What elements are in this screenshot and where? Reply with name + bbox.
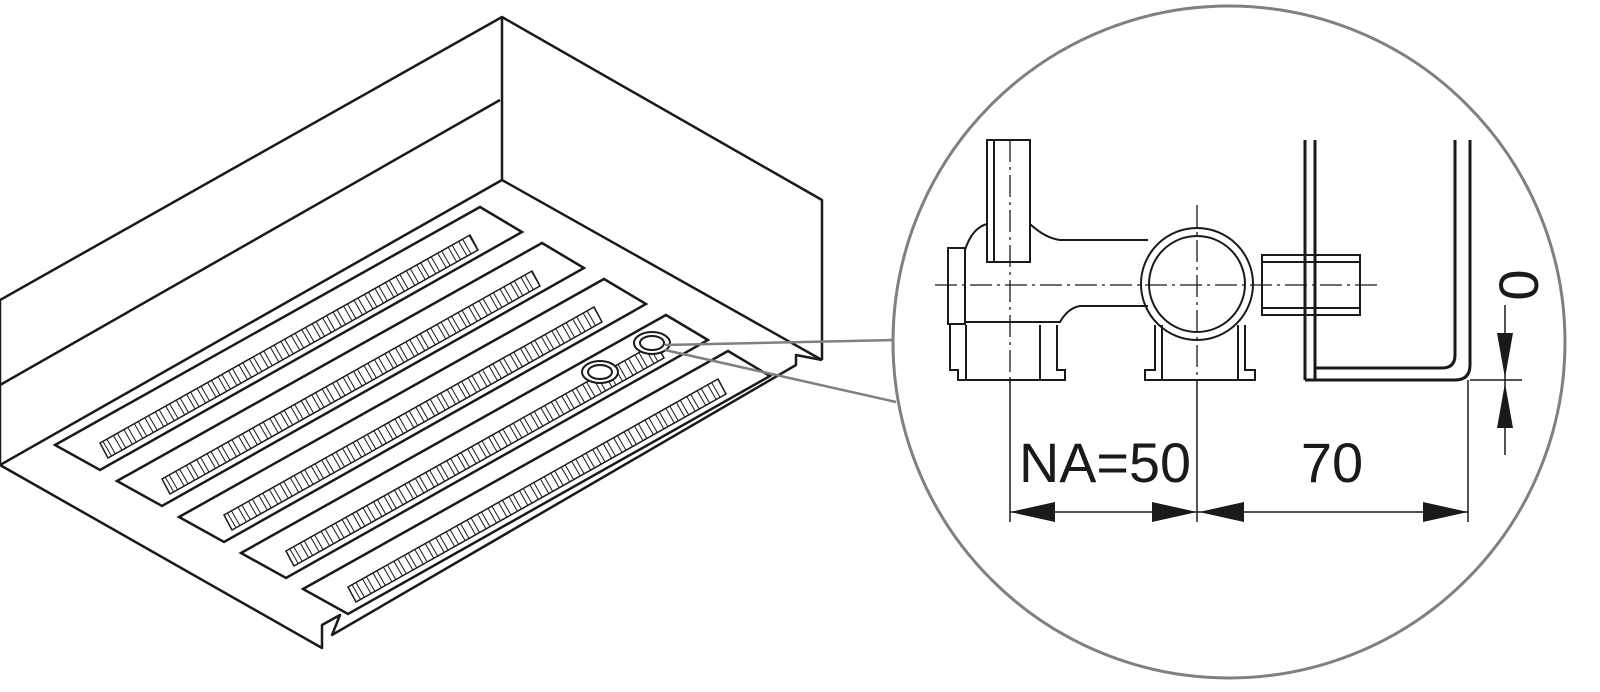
- left-foot: [949, 325, 1066, 381]
- supply-pipe: [986, 139, 1031, 263]
- end-cap: [947, 247, 966, 325]
- grille-fins: [98, 233, 480, 460]
- housing-left-wall: [0, 300, 823, 650]
- offset-dimension-label: 70: [1301, 431, 1363, 494]
- grille-fins: [222, 305, 604, 532]
- grille-fins: [346, 377, 728, 604]
- grille-fins: [284, 341, 666, 568]
- grille-group: [52, 205, 773, 616]
- trench-bracket: [1303, 140, 1472, 382]
- grille-fins: [160, 269, 542, 496]
- back-wall-ledge: [0, 98, 501, 387]
- outlet-stub: [1261, 254, 1361, 316]
- dimension-arrows: [1010, 333, 1513, 522]
- height-dimension-label: 0: [1487, 269, 1550, 300]
- detail-circle: [891, 4, 1567, 680]
- floor-back-edge: [0, 178, 823, 467]
- na-dimension-label: NA=50: [1019, 431, 1191, 494]
- trench-housing: [0, 15, 824, 650]
- pipe-connectors: [581, 331, 671, 384]
- housing-outline: [0, 15, 824, 360]
- right-foot: [1144, 325, 1256, 381]
- valve-detail: [935, 139, 1522, 522]
- valve-body: [964, 223, 1148, 323]
- detail-leaders: [664, 338, 897, 404]
